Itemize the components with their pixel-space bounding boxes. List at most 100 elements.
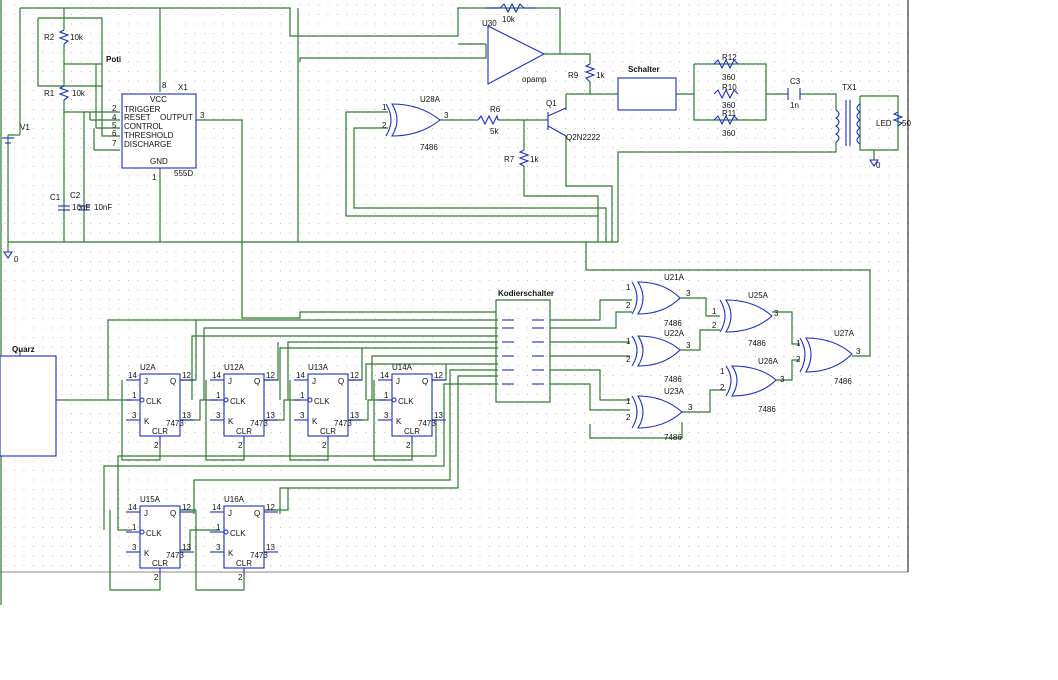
label-r9: R9 (568, 71, 579, 80)
label-x1: X1 (178, 83, 188, 92)
label-c3: C3 (790, 77, 801, 86)
label-c2: C2 (70, 191, 81, 200)
pin-clr: CLR (236, 559, 252, 568)
pin-q: Q (338, 377, 344, 386)
pin-number-3: 3 (216, 543, 221, 552)
clock-inversion-bubble (223, 529, 229, 535)
pin-j: J (312, 377, 316, 386)
resistor-r2 (58, 29, 70, 45)
label-c2-value: 10nF (94, 203, 112, 212)
pin-j: J (228, 509, 232, 518)
schematic-grid (0, 0, 908, 572)
label-u25a: U25A (748, 291, 769, 300)
label-u22a-pin2: 2 (626, 355, 631, 364)
label-pin-7: 7 (112, 139, 117, 148)
label-u28-part: 7486 (420, 143, 438, 152)
label-u25a-pin3: 3 (774, 309, 779, 318)
flip-flop-part: 7473 (418, 419, 436, 428)
resistor-feedback (499, 2, 536, 14)
label-output: OUTPUT (160, 113, 193, 122)
label-control: CONTROL (124, 122, 164, 131)
xor-gate-u26a (730, 365, 777, 397)
pin-number-1: 1 (132, 523, 137, 532)
clock-inversion-bubble (391, 397, 397, 403)
ground-symbol (868, 159, 880, 167)
resistor-r10 (713, 88, 739, 100)
pin-clk: CLK (230, 397, 246, 406)
pin-clk: CLK (314, 397, 330, 406)
pin-clk: CLK (146, 529, 162, 538)
label-u23a: U23A (664, 387, 685, 396)
flip-flop-name: U13A (308, 363, 329, 372)
pin-number-14: 14 (128, 503, 137, 512)
pin-number-14: 14 (296, 371, 305, 380)
label-tx1: TX1 (842, 83, 857, 92)
pin-clr: CLR (404, 427, 420, 436)
label-r1: R1 (44, 89, 55, 98)
label-r12: R12 (722, 53, 737, 62)
pin-k: K (228, 549, 234, 558)
pin-q: Q (254, 377, 260, 386)
label-u28a: U28A (420, 95, 441, 104)
label-u23a-pin2: 2 (626, 413, 631, 422)
label-led: LED (876, 119, 892, 128)
label-opamp: opamp (522, 75, 547, 84)
pin-number-3: 3 (132, 543, 137, 552)
label-ground-0: 0 (14, 255, 19, 264)
pin-number-13: 13 (266, 543, 275, 552)
capacitor-c2 (78, 205, 90, 211)
ground-symbol (2, 251, 14, 259)
voltage-source-v1 (2, 137, 14, 144)
label-ground-1: 0 (876, 161, 881, 170)
pin-number-13: 13 (266, 411, 275, 420)
ic-555-body (121, 93, 197, 169)
flip-flop-name: U12A (224, 363, 245, 372)
pin-number-12: 12 (350, 371, 359, 380)
labels: R2 10k Poti R1 10k V1 C1 C2 10nF 10nF X1… (12, 15, 911, 442)
xor-gate-u25a (725, 299, 773, 333)
xor-gate-u27a (805, 337, 853, 373)
flip-flop-body (307, 373, 349, 437)
label-u28-pin2: 2 (382, 121, 387, 130)
resistor-r9 (584, 63, 596, 83)
label-r11: R11 (722, 109, 737, 118)
pin-number-3: 3 (384, 411, 389, 420)
label-u26a-pin2: 2 (720, 383, 725, 392)
label-u27a: U27A (834, 329, 855, 338)
pin-j: J (144, 377, 148, 386)
pin-number-13: 13 (350, 411, 359, 420)
label-trigger: TRIGGER (124, 105, 161, 114)
label-pin-2: 2 (112, 104, 117, 113)
label-pin-4: 4 (112, 113, 117, 122)
label-u23a-pin3: 3 (688, 403, 693, 412)
pin-clk: CLK (230, 529, 246, 538)
flip-flop-part: 7473 (166, 419, 184, 428)
pin-number-3: 3 (216, 411, 221, 420)
label-u26a-part: 7486 (758, 405, 776, 414)
clock-inversion-bubble (307, 397, 313, 403)
label-feedback-resistor: 10k (502, 15, 516, 24)
pin-clr: CLR (152, 427, 168, 436)
pin-number-1: 1 (300, 391, 305, 400)
label-r6: R6 (490, 105, 501, 114)
pin-q: Q (254, 509, 260, 518)
pin-q: Q (422, 377, 428, 386)
label-u23a-pin1: 1 (626, 397, 631, 406)
clock-inversion-bubble (139, 529, 145, 535)
pin-j: J (228, 377, 232, 386)
label-u22a: U22A (664, 329, 685, 338)
pin-k: K (144, 417, 150, 426)
label-poti: Poti (106, 55, 121, 64)
label-u30: U30 (482, 19, 497, 28)
label-r2: R2 (44, 33, 55, 42)
pin-clk: CLK (146, 397, 162, 406)
label-schalter: Schalter (628, 65, 660, 74)
label-u27a-pin3: 3 (856, 347, 861, 356)
pin-number-12: 12 (182, 503, 191, 512)
label-discharge: DISCHARGE (124, 140, 172, 149)
label-r7: R7 (504, 155, 515, 164)
pin-k: K (396, 417, 402, 426)
label-gnd: GND (150, 157, 168, 166)
